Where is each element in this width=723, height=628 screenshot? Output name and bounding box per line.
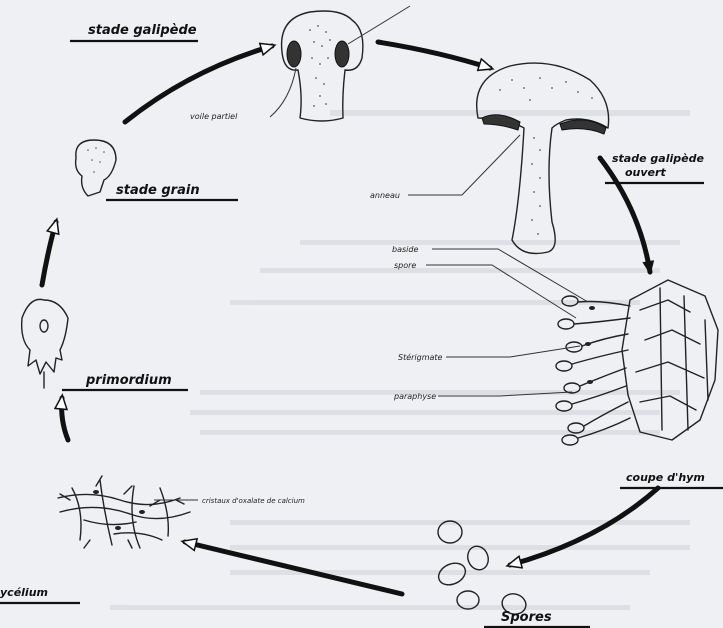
baside-leader (432, 249, 588, 302)
arrow-mycelium-to-primordium (62, 398, 68, 440)
arrow-primordium-to-grain (42, 222, 56, 285)
sterigmate-leader (446, 346, 580, 357)
voile-partiel-leader (270, 68, 296, 117)
label-stade-galipede: stade galipède (88, 23, 197, 38)
label-anneau: anneau (370, 191, 400, 200)
label-voile-partiel: voile partiel (190, 112, 238, 121)
label-stade-grain: stade grain (116, 183, 200, 198)
button-mushroom-illustration (282, 11, 363, 121)
label-sterigmate: Stérigmate (398, 352, 443, 362)
arrow-grain-to-galipede (125, 46, 272, 122)
mycelium-illustration (58, 476, 190, 548)
label-paraphyse: paraphyse (393, 392, 436, 401)
label-cristaux: cristaux d'oxalate de calcium (202, 497, 305, 505)
primordium-illustration (22, 299, 68, 388)
label-stade-galipede-ouvert-line2: ouvert (625, 166, 666, 179)
label-baside: baside (392, 245, 418, 254)
label-coupe-hymenium: coupe d'hym (626, 471, 705, 484)
label-primordium: primordium (85, 373, 172, 388)
arrow-coupe-to-spores (510, 488, 658, 565)
label-spore: spore (394, 261, 416, 270)
spores-illustration (435, 521, 528, 617)
open-mushroom-illustration (477, 63, 609, 253)
label-stade-galipede-ouvert-line1: stade galipède (612, 152, 704, 165)
arrow-galipede-to-ouvert (378, 42, 490, 68)
pinhead-illustration (76, 140, 116, 196)
label-spores: Spores (501, 610, 552, 625)
label-mycelium: ycélium (0, 586, 48, 599)
anneau-leader (408, 135, 520, 195)
